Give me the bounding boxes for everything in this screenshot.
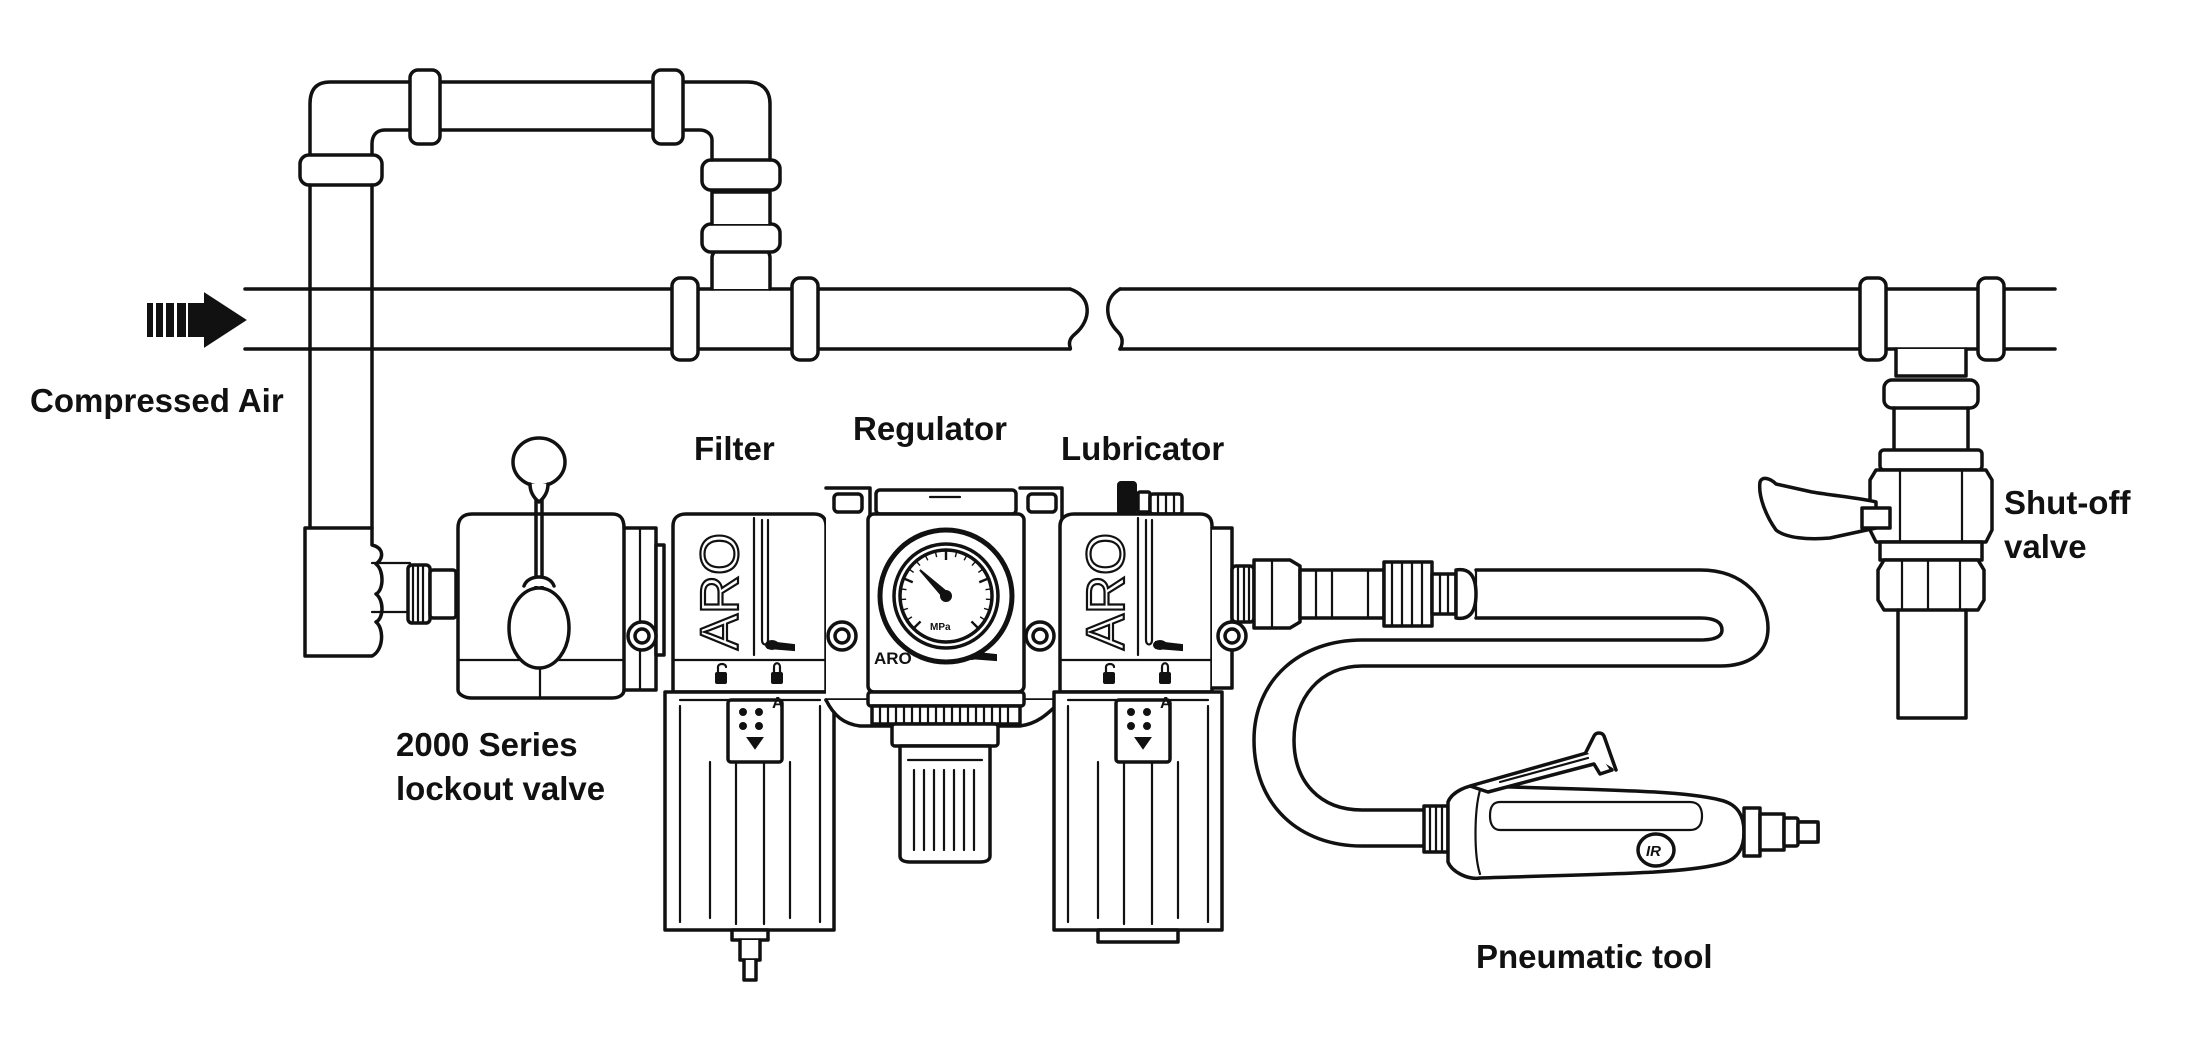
label-shutoff-valve-line2: valve (2004, 528, 2087, 565)
filter-bowl-marker: A (772, 695, 784, 712)
filter-logo: ARO (690, 533, 750, 650)
label-shutoff-valve-line1: Shut-off (2004, 484, 2131, 521)
lubricator-bowl-marker: A (1160, 695, 1172, 712)
gauge-tick (986, 589, 992, 590)
regulator-logo: ARO (874, 649, 912, 668)
gauge-unit-label: MPa (930, 622, 951, 633)
pneumatic-tool: IR (1424, 733, 1818, 878)
pressure-gauge: MPa (880, 530, 1012, 662)
regulator-unit: ARO MPa (826, 488, 1062, 862)
label-lockout-valve-line2: lockout valve (396, 770, 605, 807)
main-air-line (245, 278, 2055, 360)
label-regulator: Regulator (853, 410, 1007, 447)
flow-arrow-icon (148, 294, 245, 346)
lockout-valve (408, 438, 664, 698)
label-compressed-air: Compressed Air (30, 382, 284, 419)
gauge-tick (901, 589, 907, 590)
tool-badge: IR (1646, 843, 1661, 860)
shutoff-valve (1760, 349, 1992, 718)
lubricator-logo: ARO (1076, 533, 1136, 650)
label-pneumatic-tool: Pneumatic tool (1476, 938, 1713, 975)
lubricator-unit: ARO A (1054, 482, 1246, 942)
label-lockout-valve-line1: 2000 Series (396, 726, 578, 763)
label-filter: Filter (694, 430, 775, 467)
label-lubricator: Lubricator (1061, 430, 1224, 467)
